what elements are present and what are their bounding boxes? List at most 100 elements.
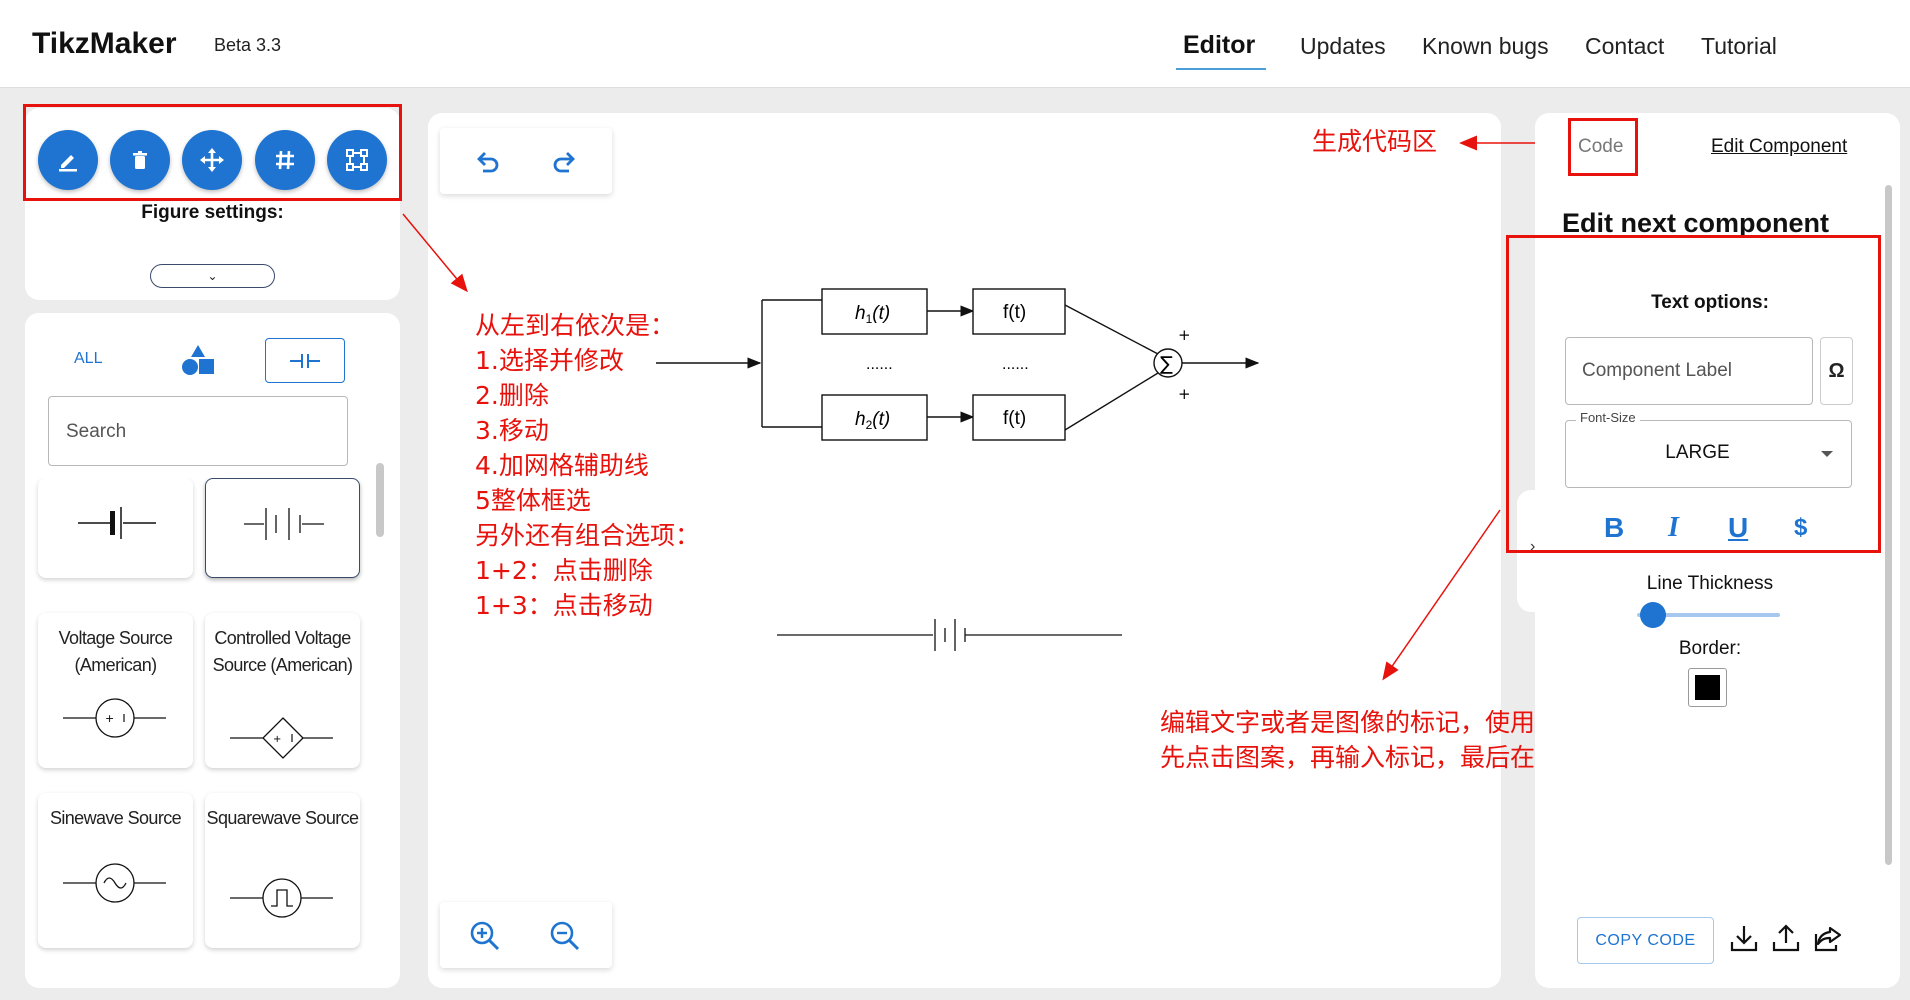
share-icon xyxy=(1814,926,1842,952)
component-label: Voltage Source (American) xyxy=(58,628,173,675)
edit-tool-button[interactable] xyxy=(38,130,98,190)
line-thickness-slider-track[interactable] xyxy=(1637,613,1780,617)
text-options-label: Text options: xyxy=(1651,292,1769,313)
zoom-out-button[interactable] xyxy=(548,919,582,953)
component-tile-sinewave-source[interactable]: Sinewave Source xyxy=(38,793,193,948)
redo-button[interactable] xyxy=(548,145,582,179)
placed-battery[interactable] xyxy=(775,610,1125,660)
zoom-in-icon xyxy=(470,921,500,951)
components-scrollbar[interactable] xyxy=(376,463,384,537)
component-tile-squarewave-source[interactable]: Squarewave Source xyxy=(205,793,360,948)
nav-editor[interactable]: Editor xyxy=(1183,31,1256,59)
undo-icon xyxy=(477,152,499,173)
tab-all[interactable]: ALL xyxy=(74,350,103,367)
tab-shapes[interactable] xyxy=(180,343,216,382)
battery-symbol-icon xyxy=(78,507,156,539)
share-button[interactable] xyxy=(1810,920,1846,956)
border-color-swatch[interactable] xyxy=(1688,668,1727,707)
edit-next-heading: Edit next component xyxy=(1562,208,1830,238)
undo-button[interactable] xyxy=(470,145,504,179)
component-label: Sinewave Source xyxy=(49,808,182,828)
line-f-bottom-sum xyxy=(1064,372,1159,431)
upload-button[interactable] xyxy=(1768,920,1804,956)
component-tile-battery-multi[interactable] xyxy=(205,478,360,578)
bold-button[interactable]: B xyxy=(1604,512,1625,543)
figure-settings-label: Figure settings: xyxy=(141,202,284,223)
dots-left: ...... xyxy=(866,356,893,373)
font-size-select[interactable] xyxy=(1565,420,1852,488)
h2-label: h2(t) xyxy=(855,409,890,432)
component-tile-battery[interactable] xyxy=(38,478,193,578)
zoom-in-button[interactable] xyxy=(468,919,502,953)
block-f-top[interactable] xyxy=(972,288,1066,335)
f-top-label: f(t) xyxy=(1003,302,1026,323)
svg-text:+: + xyxy=(273,734,281,745)
omega-symbol-button[interactable]: Ω xyxy=(1820,337,1853,405)
block-h2[interactable] xyxy=(821,394,928,441)
shapes-icon xyxy=(182,345,214,375)
move-tool-button[interactable] xyxy=(182,130,242,190)
nav-updates[interactable]: Updates xyxy=(1300,33,1386,59)
controlled-voltage-source-icon: + xyxy=(230,717,333,759)
figure-settings-dropdown[interactable]: ⌄ xyxy=(150,264,275,288)
sigma-symbol: ∑ xyxy=(1160,353,1173,375)
component-label: Squarewave Source xyxy=(206,808,360,828)
right-panel-scrollbar[interactable] xyxy=(1885,185,1892,865)
component-tile-controlled-voltage-source[interactable]: Controlled Voltage Source (American) + xyxy=(205,613,360,768)
chevron-right-icon: › xyxy=(1530,538,1536,555)
component-search-input[interactable]: Search xyxy=(48,396,348,466)
squarewave-source-icon xyxy=(230,878,333,918)
border-label: Border: xyxy=(1678,638,1742,659)
nav-known-bugs[interactable]: Known bugs xyxy=(1422,33,1549,59)
font-size-value: LARGE xyxy=(1665,442,1730,463)
block-f-bottom[interactable] xyxy=(972,394,1066,441)
redo-icon xyxy=(553,152,575,173)
svg-text:+: + xyxy=(105,712,114,725)
branch-lines xyxy=(762,299,822,428)
font-size-legend: Font-Size xyxy=(1576,410,1640,425)
delete-tool-button[interactable] xyxy=(110,130,170,190)
nav-contact[interactable]: Contact xyxy=(1585,33,1665,59)
h1-label: h1(t) xyxy=(855,303,890,326)
nav-tutorial[interactable]: Tutorial xyxy=(1701,33,1777,59)
sinewave-source-icon xyxy=(63,863,166,903)
math-mode-button[interactable]: $ xyxy=(1794,514,1808,541)
tab-code[interactable]: Code xyxy=(1578,136,1624,157)
circuit-icon xyxy=(290,353,320,368)
download-icon xyxy=(1730,926,1758,952)
tab-edit-component[interactable]: Edit Component xyxy=(1711,136,1848,157)
f-bottom-label: f(t) xyxy=(1003,408,1026,429)
annotation-box-code-tab xyxy=(1568,118,1638,176)
download-button[interactable] xyxy=(1726,920,1762,956)
components-header xyxy=(25,313,400,478)
annotation-box-tools xyxy=(23,104,402,201)
border-color-fill xyxy=(1695,675,1720,700)
delete-icon xyxy=(133,151,147,169)
line-thickness-label: Line Thickness xyxy=(1646,573,1774,594)
plus-top: + xyxy=(1178,326,1191,344)
underline-button[interactable]: U xyxy=(1728,512,1749,543)
app-version: Beta 3.3 xyxy=(214,35,282,55)
chevron-down-icon: ⌄ xyxy=(207,269,218,283)
history-toolbar xyxy=(440,128,612,194)
zoom-out-icon xyxy=(550,921,580,951)
copy-code-button[interactable]: COPY CODE xyxy=(1577,917,1714,964)
plus-bottom: + xyxy=(1178,385,1191,403)
upload-icon xyxy=(1772,924,1800,952)
component-tile-voltage-source[interactable]: Voltage Source (American) + xyxy=(38,613,193,768)
select-all-tool-button[interactable] xyxy=(327,130,387,190)
nav-active-indicator xyxy=(1176,68,1266,70)
line-thickness-slider-thumb[interactable] xyxy=(1640,602,1666,628)
tab-circuit[interactable] xyxy=(265,338,345,383)
voltage-source-icon: + xyxy=(63,698,166,738)
italic-button[interactable]: I xyxy=(1668,512,1679,543)
component-label-input[interactable]: Component Label xyxy=(1565,337,1813,405)
grid-tool-button[interactable] xyxy=(255,130,315,190)
grid-icon xyxy=(276,150,294,170)
app-brand[interactable]: TikzMaker xyxy=(32,27,177,60)
drawing-canvas[interactable] xyxy=(428,113,1501,988)
zoom-toolbar xyxy=(440,902,612,968)
move-icon xyxy=(200,148,224,172)
block-diagram[interactable]: h1(t) h2(t) f(t) f(t) ...... ...... ∑ + … xyxy=(640,270,1280,670)
line-f-top-sum xyxy=(1064,304,1159,355)
